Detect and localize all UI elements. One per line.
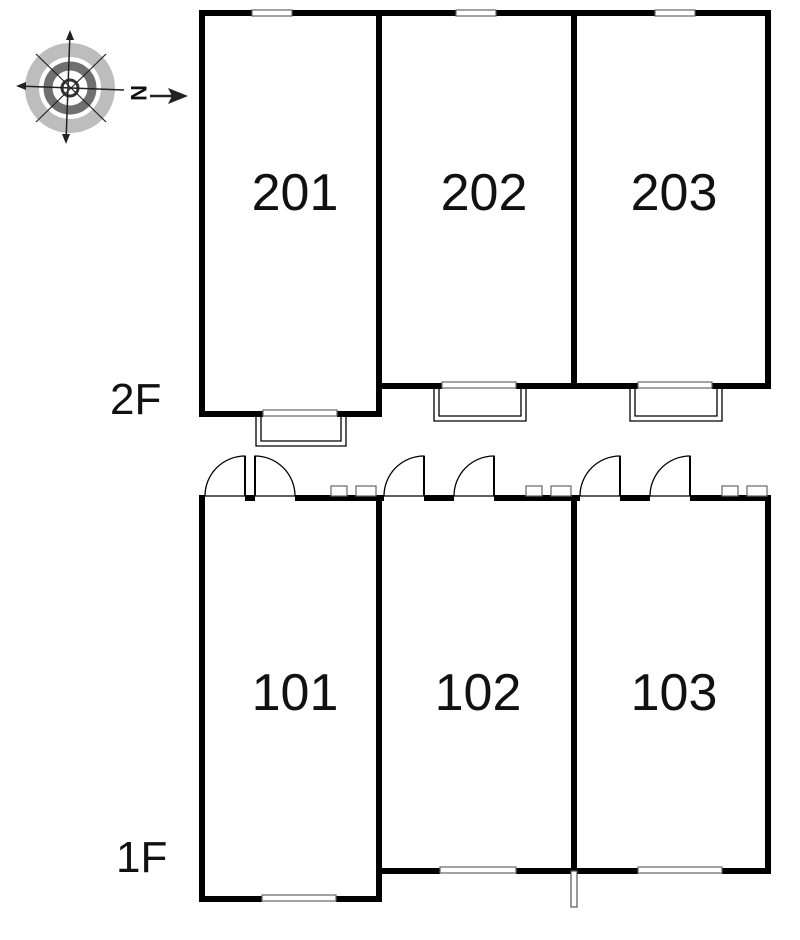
compass-north-label: N (126, 85, 151, 101)
room-label-201: 201 (252, 164, 339, 222)
door-icon (579, 455, 621, 497)
door-icon (649, 455, 691, 497)
room-label-202: 202 (441, 164, 528, 222)
door-icon (383, 455, 425, 497)
floor-2f-plan: 201 202 203 2F (110, 9, 771, 447)
floor-label-1f: 1F (116, 833, 167, 882)
floor-label-2f: 2F (110, 375, 161, 424)
floor-1f-plan: 101 102 103 1F (116, 455, 771, 908)
door-icon (254, 455, 296, 497)
door-icon (204, 455, 246, 497)
room-label-203: 203 (631, 164, 718, 222)
room-label-103: 103 (631, 664, 718, 722)
room-label-102: 102 (435, 664, 522, 722)
door-icon (453, 455, 495, 497)
room-label-101: 101 (252, 664, 339, 722)
compass-icon: N (16, 30, 188, 144)
